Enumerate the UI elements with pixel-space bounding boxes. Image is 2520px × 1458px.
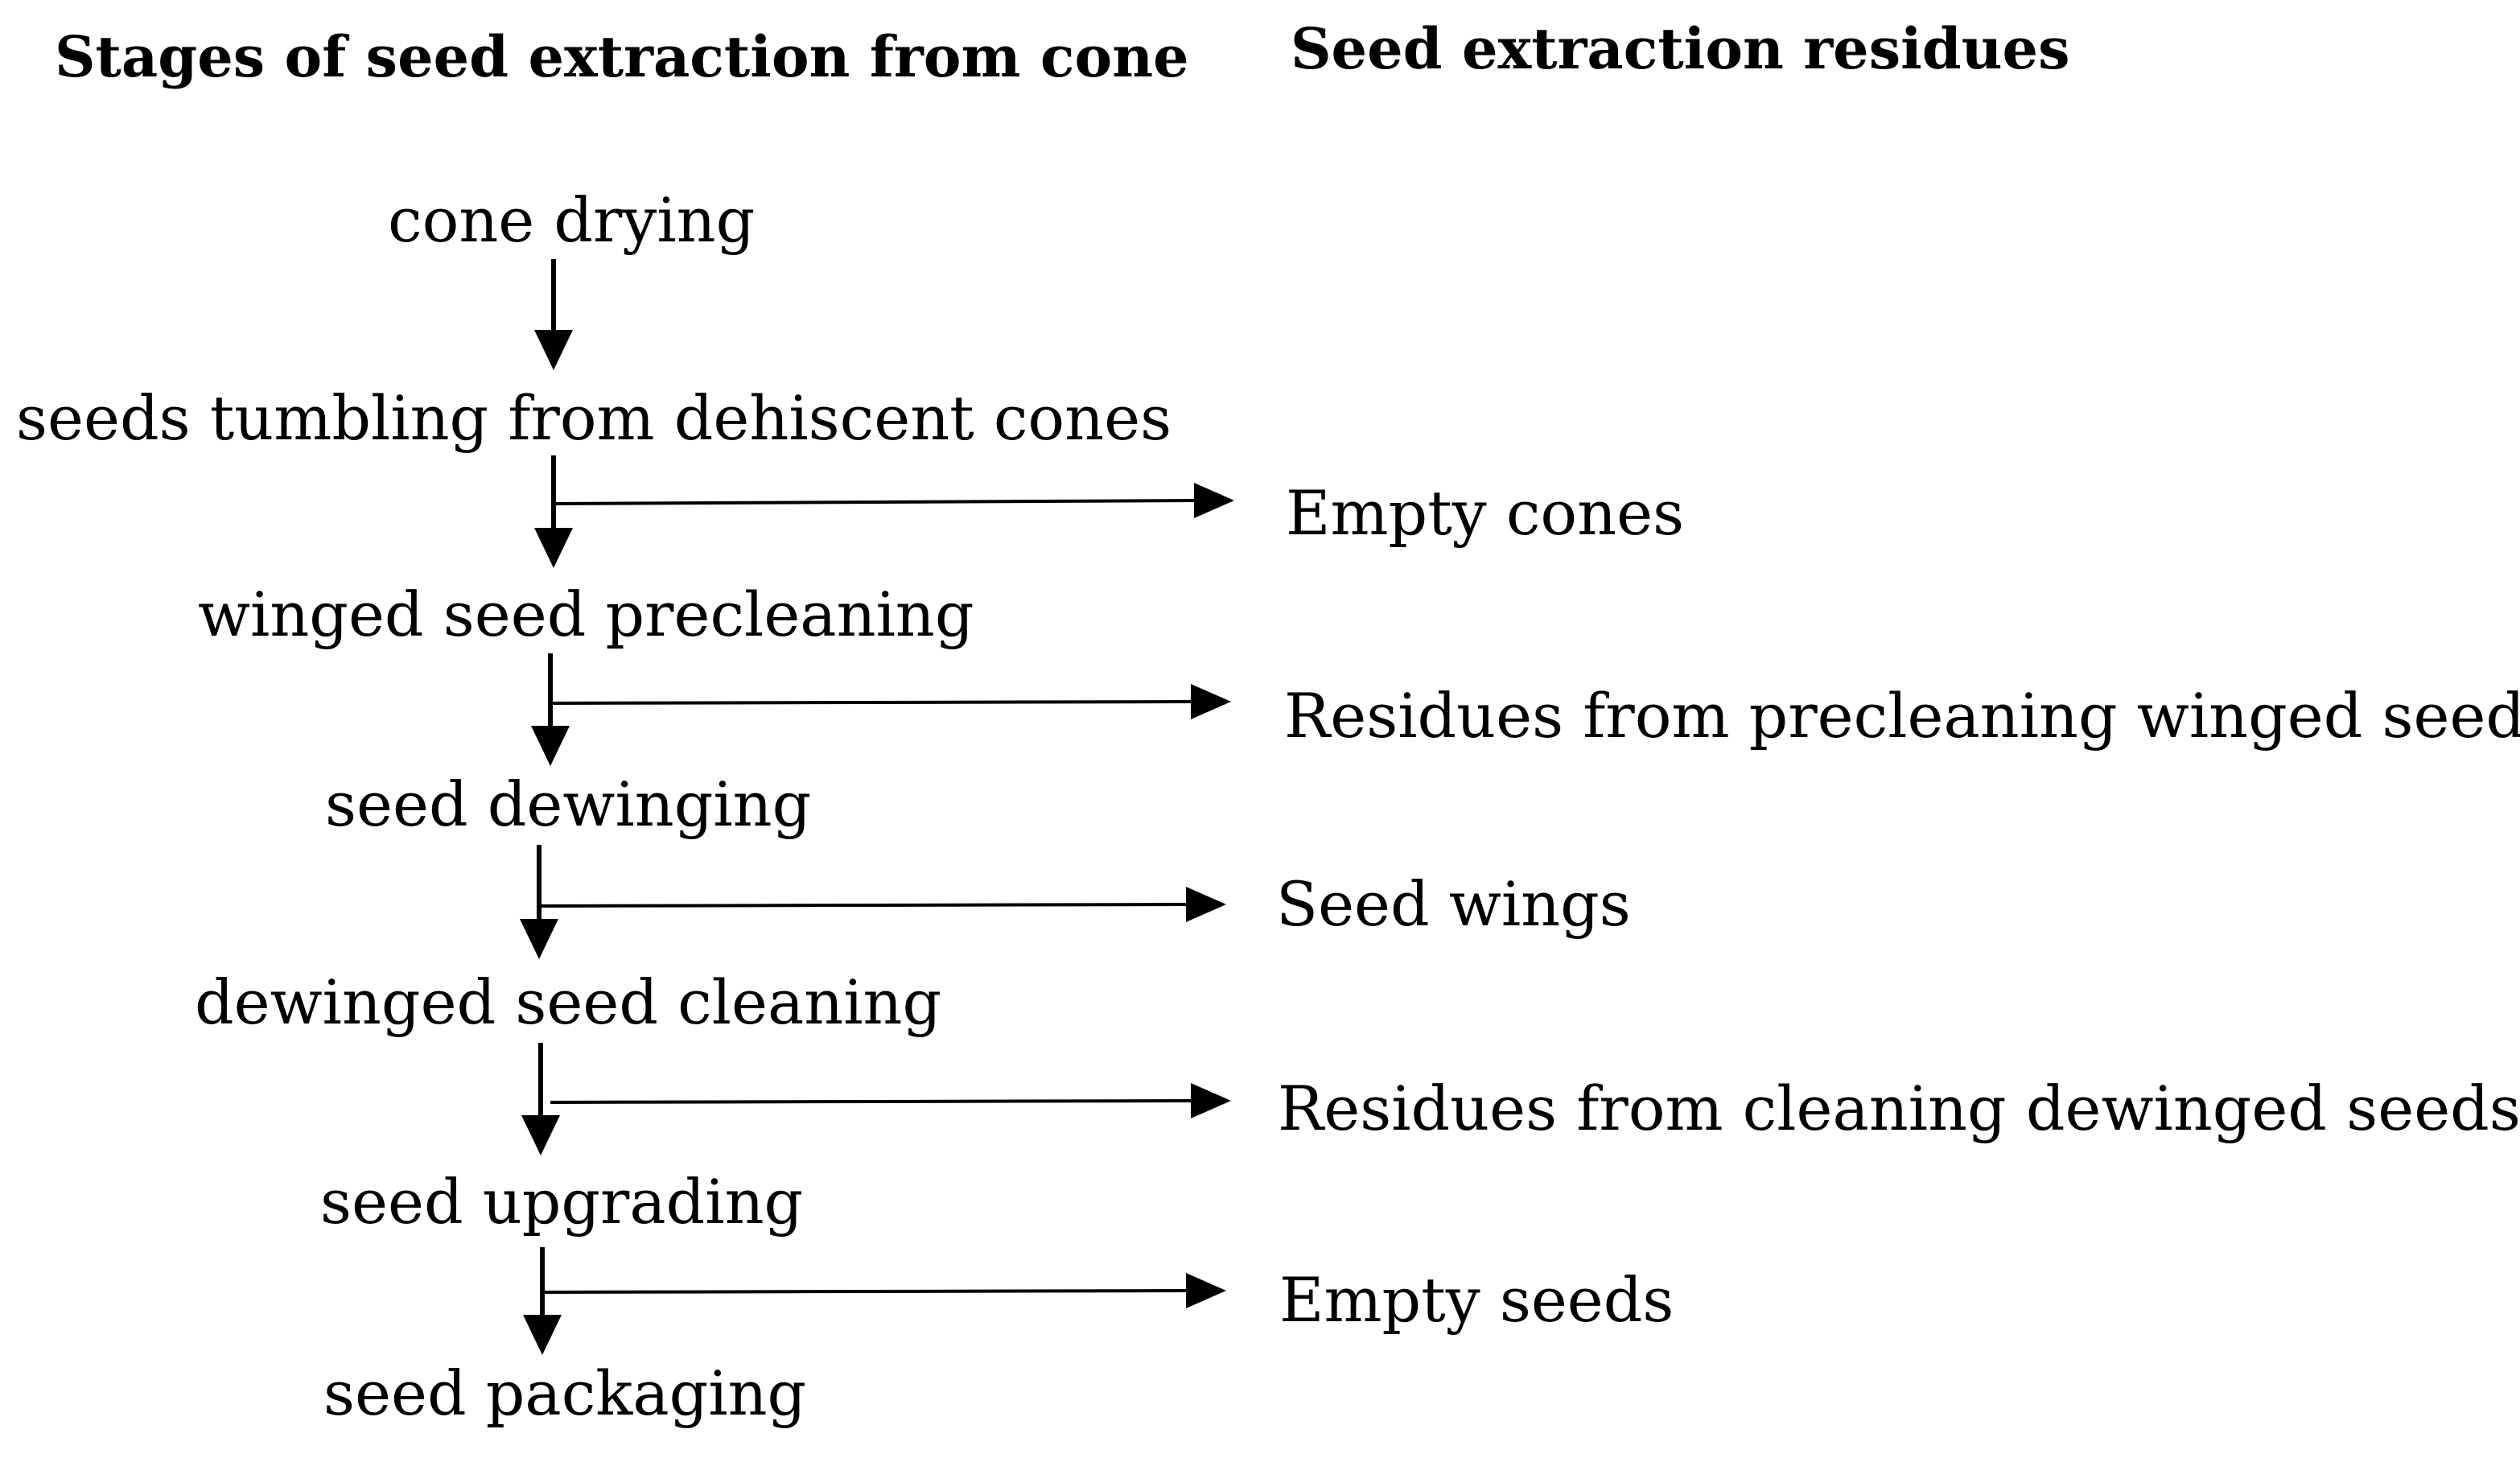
branch-arrow-precleaning: [550, 684, 1231, 719]
branch-arrow-empty-cones: [553, 483, 1234, 518]
down-arrow-2: [534, 455, 573, 568]
stage-seeds-tumbling: seeds tumbling from dehiscent cones: [16, 382, 1172, 454]
down-arrow-4: [520, 845, 558, 959]
branch-arrow-seed-wings: [538, 887, 1226, 922]
stages-column-heading: Stages of seed extraction from cone: [55, 23, 1189, 90]
residue-cleaning-dewinged: Residues from cleaning dewinged seeds: [1278, 1073, 2520, 1144]
down-arrow-1: [534, 259, 573, 370]
stage-seed-upgrading: seed upgrading: [320, 1166, 804, 1238]
branch-arrow-cleaning-dewinged: [550, 1083, 1231, 1118]
residue-seed-wings: Seed wings: [1276, 868, 1631, 940]
stage-dewinged-seed-cleaning: dewinged seed cleaning: [195, 966, 942, 1038]
stage-winged-seed-precleaning: winged seed precleaning: [198, 579, 974, 650]
down-arrow-3: [531, 653, 570, 766]
down-arrow-5: [521, 1043, 560, 1155]
residue-precleaning: Residues from precleaning winged seeds: [1284, 680, 2520, 752]
residues-column-heading: Seed extraction residues: [1291, 15, 2070, 82]
down-arrow-6: [523, 1247, 562, 1355]
stage-seed-packaging: seed packaging: [323, 1357, 807, 1429]
residue-empty-cones: Empty cones: [1286, 477, 1685, 549]
stage-cone-drying: cone drying: [388, 184, 756, 256]
residue-empty-seeds: Empty seeds: [1279, 1264, 1674, 1336]
stage-seed-dewinging: seed dewinging: [325, 768, 812, 840]
branch-arrow-empty-seeds: [541, 1273, 1226, 1308]
